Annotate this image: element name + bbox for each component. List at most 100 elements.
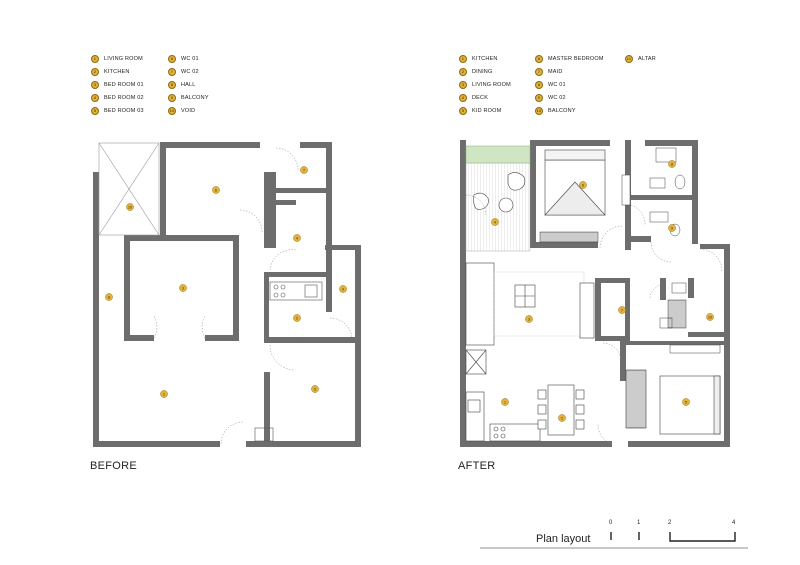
room-marker: 6 — [579, 181, 587, 189]
room-marker: 10 — [706, 313, 714, 321]
wall — [660, 278, 666, 300]
legend-item: 9 BALCONY — [168, 94, 209, 102]
wall — [625, 278, 630, 341]
scale-bar — [480, 532, 748, 549]
svg-text:6: 6 — [215, 188, 217, 192]
wall — [628, 441, 730, 447]
wall — [688, 278, 694, 298]
room-marker: 9 — [339, 285, 347, 293]
legend-label: HALL — [181, 82, 196, 88]
wall — [530, 140, 536, 248]
scale-tick-4: 4 — [732, 520, 736, 526]
room-marker: 1 — [501, 398, 509, 406]
legend-label: BALCONY — [181, 95, 209, 101]
legend-number-marker: 4 — [91, 94, 99, 102]
wall — [631, 236, 651, 242]
svg-text:1: 1 — [163, 392, 165, 396]
legend-number-marker: 4 — [459, 94, 467, 102]
legend-item: 5 KID ROOM — [459, 107, 501, 115]
legend-item: 3 BED ROOM 01 — [91, 81, 144, 89]
room-marker: 5 — [682, 398, 690, 406]
dining-table — [537, 384, 585, 436]
svg-text:3: 3 — [182, 286, 184, 290]
legend-label: KITCHEN — [472, 56, 498, 62]
wall — [688, 332, 724, 337]
master-wardrobe — [539, 231, 599, 243]
room-marker: 4 — [293, 234, 301, 242]
scale-tick-2: 2 — [668, 520, 672, 526]
svg-text:4: 4 — [296, 236, 298, 240]
room-marker: 7 — [618, 306, 626, 314]
legend-number-marker: 8 — [168, 81, 176, 89]
wall — [264, 337, 356, 343]
master-bed — [544, 149, 606, 216]
legend-number-marker: 7 — [535, 68, 543, 76]
legend-item: 10 VOID — [168, 107, 195, 115]
wall — [233, 235, 239, 340]
legend-number-marker: 3 — [459, 81, 467, 89]
legend-item: 5 BED ROOM 03 — [91, 107, 144, 115]
room-marker: 5 — [311, 385, 319, 393]
legend-label: WC 02 — [548, 95, 566, 101]
svg-text:2: 2 — [561, 416, 563, 420]
legend-item: 8 HALL — [168, 81, 196, 89]
wall — [595, 278, 630, 283]
room-marker: 1 — [160, 390, 168, 398]
wall — [124, 235, 130, 335]
wall — [692, 140, 698, 244]
legend-label: MASTER BEDROOM — [548, 56, 604, 62]
legend-item: 9 WC 02 — [535, 94, 566, 102]
wall — [595, 336, 630, 341]
wall — [325, 245, 361, 250]
legend-number-marker: 5 — [459, 107, 467, 115]
wall — [276, 200, 296, 205]
living-furniture — [465, 262, 595, 346]
before-door-swings — [153, 147, 353, 445]
kid-room-desk — [669, 344, 721, 354]
legend-label: BED ROOM 03 — [104, 108, 144, 114]
legend-label: BED ROOM 01 — [104, 82, 144, 88]
legend-number-marker: 9 — [168, 94, 176, 102]
legend-number-marker: 10 — [168, 107, 176, 115]
wall — [93, 441, 220, 447]
wall — [264, 372, 270, 447]
room-marker: 8 — [105, 293, 113, 301]
svg-text:10: 10 — [128, 205, 132, 209]
legend-label: VOID — [181, 108, 196, 114]
before-plan — [93, 142, 361, 447]
after-caption: AFTER — [458, 460, 496, 472]
wall — [326, 142, 332, 312]
legend-number-marker: 3 — [91, 81, 99, 89]
wall — [264, 172, 276, 248]
before-kitchen-counter — [269, 281, 323, 301]
wall — [460, 441, 612, 447]
after-door-swings — [465, 194, 723, 445]
scale-tick-1: 1 — [637, 520, 641, 526]
wc-fixture — [621, 174, 631, 206]
legend-number-marker: 1 — [459, 55, 467, 63]
svg-text:3: 3 — [528, 317, 530, 321]
legend-number-marker: 2 — [459, 68, 467, 76]
svg-text:4: 4 — [494, 220, 496, 224]
room-marker: 2 — [558, 414, 566, 422]
wall — [620, 341, 626, 381]
legend-number-marker: 5 — [91, 107, 99, 115]
room-marker: 8 — [668, 160, 676, 168]
wall — [460, 140, 466, 447]
legend-number-marker: 9 — [535, 94, 543, 102]
legend-label: KID ROOM — [472, 108, 502, 114]
room-marker: 3 — [525, 315, 533, 323]
room-marker: 10 — [126, 203, 134, 211]
